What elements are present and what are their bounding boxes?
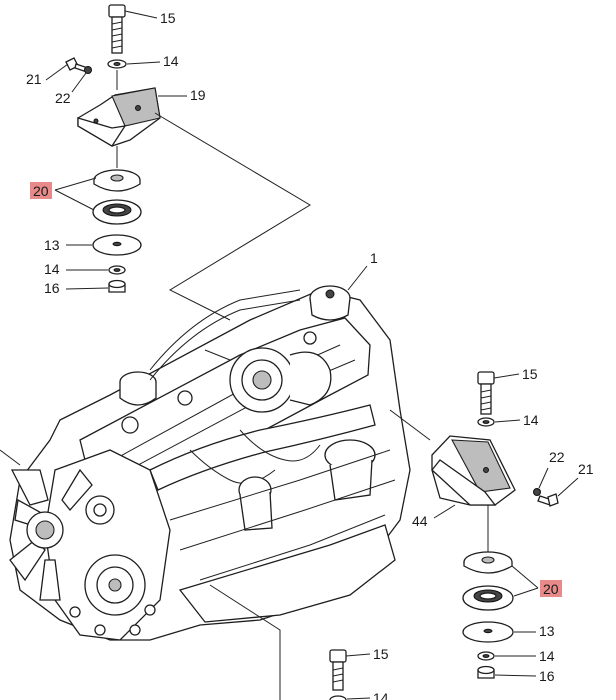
callout-right-plate: 13: [539, 623, 555, 639]
engine-illustration: [9, 285, 411, 641]
callout-right-bracket: 44: [412, 513, 428, 529]
callout-bottom-bolt: 15: [373, 646, 389, 662]
callout-labels: 15 14 21 22 19 20 13 14 16 1 15 14: [26, 10, 594, 700]
callout-top-bracket: 19: [190, 87, 206, 103]
callout-engine: 1: [370, 250, 378, 266]
callout-top-washer: 14: [163, 53, 179, 69]
callout-top-nut: 22: [55, 90, 71, 106]
callout-right-small-bolt: 21: [578, 461, 594, 477]
bottom-mount-assembly: [329, 649, 347, 700]
top-bolt: [108, 4, 126, 54]
callout-top-lower-nut: 16: [44, 280, 60, 296]
callout-top-mount-highlight: [30, 182, 52, 199]
callout-top-plate: 13: [44, 237, 60, 253]
callout-right-mount-highlight: [540, 580, 562, 597]
top-mount-assembly: [65, 4, 161, 293]
callout-right-lower-nut: 16: [539, 668, 555, 684]
callout-top-mount: 20: [33, 183, 49, 199]
callout-right-mount: 20: [543, 581, 559, 597]
callout-top-small-bolt: 21: [26, 71, 42, 87]
callout-right-nut: 22: [549, 449, 565, 465]
callout-right-washer: 14: [523, 412, 539, 428]
callout-right-bolt: 15: [522, 366, 538, 382]
callout-bottom-washer: 14: [373, 690, 389, 700]
right-mount-assembly: [431, 371, 559, 679]
callout-right-lower-washer: 14: [539, 648, 555, 664]
turbocharger: [204, 347, 332, 413]
callout-top-lower-washer: 14: [44, 261, 60, 277]
leader-lines: [0, 112, 431, 700]
cooling-fan: [9, 468, 93, 601]
callout-top-bolt: 15: [160, 10, 176, 26]
